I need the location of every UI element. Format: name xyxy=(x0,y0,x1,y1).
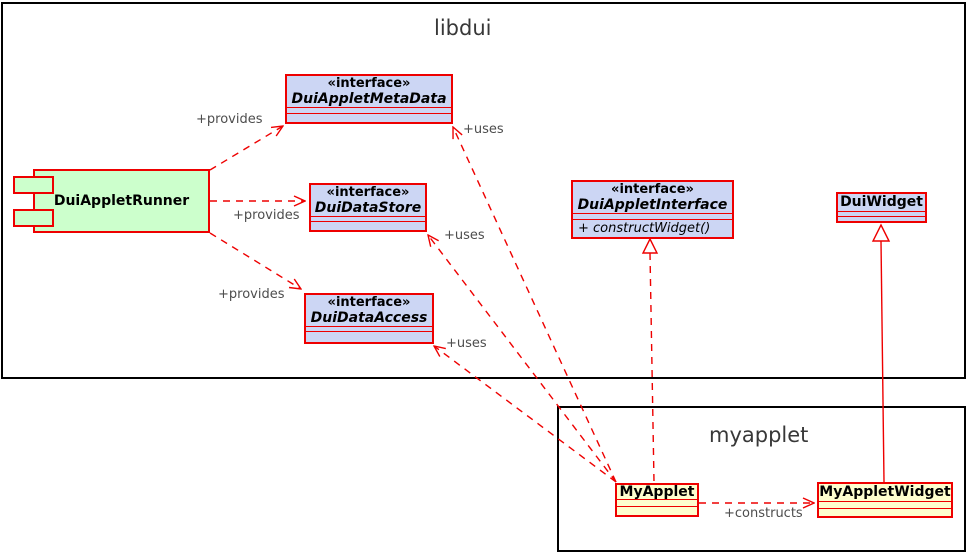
attributes-compartment xyxy=(306,326,432,331)
component-port-icon xyxy=(13,209,54,227)
edge-label-uses-metadata: +uses xyxy=(463,122,504,137)
stereotype-label: «interface» xyxy=(611,182,694,197)
methods-compartment xyxy=(306,331,432,342)
attributes-compartment xyxy=(311,216,425,221)
component-duiappletrunner: DuiAppletRunner xyxy=(33,169,210,233)
methods-compartment xyxy=(838,216,925,221)
component-name: DuiAppletRunner xyxy=(53,193,190,209)
methods-compartment xyxy=(311,221,425,230)
interface-name: DuiDataAccess xyxy=(310,310,428,326)
attributes-compartment xyxy=(573,213,732,219)
edge-label-uses-dataaccess: +uses xyxy=(446,336,487,351)
interface-duidatastore: «interface» DuiDataStore xyxy=(309,183,427,232)
stereotype-label: «interface» xyxy=(326,185,410,200)
class-myapplet: MyApplet xyxy=(615,483,699,517)
class-name: MyAppletWidget xyxy=(819,484,951,500)
interface-duidataaccess: «interface» DuiDataAccess xyxy=(304,293,434,344)
class-duiwidget: DuiWidget xyxy=(836,192,927,223)
method-constructwidget: + constructWidget() xyxy=(573,219,732,237)
stereotype-label: «interface» xyxy=(327,295,411,310)
methods-compartment xyxy=(287,113,451,122)
edge-label-constructs: +constructs xyxy=(724,506,803,521)
package-myapplet-title: myapplet xyxy=(709,423,809,447)
stereotype-label: «interface» xyxy=(327,76,411,91)
attributes-compartment xyxy=(838,211,925,216)
interface-name: DuiDataStore xyxy=(314,200,422,216)
edge-label-provides-datastore: +provides xyxy=(233,208,300,223)
methods-compartment xyxy=(617,506,697,515)
edge-label-provides-dataaccess: +provides xyxy=(218,287,285,302)
package-libdui-title: libdui xyxy=(434,16,492,40)
class-name: DuiWidget xyxy=(840,194,923,210)
interface-duiappletmetadata: «interface» DuiAppletMetaData xyxy=(285,74,453,124)
edge-label-uses-datastore: +uses xyxy=(444,228,485,243)
interface-duiappletinterface: «interface» DuiAppletInterface + constru… xyxy=(571,180,734,239)
attributes-compartment xyxy=(287,107,451,113)
class-name: MyApplet xyxy=(619,484,695,500)
attributes-compartment xyxy=(819,501,951,508)
methods-compartment xyxy=(819,508,951,516)
class-myappletwidget: MyAppletWidget xyxy=(817,482,953,518)
edge-label-provides-metadata: +provides xyxy=(196,112,263,127)
interface-name: DuiAppletMetaData xyxy=(291,91,447,107)
attributes-compartment xyxy=(617,499,697,506)
component-port-icon xyxy=(13,176,54,194)
interface-name: DuiAppletInterface xyxy=(577,197,728,213)
